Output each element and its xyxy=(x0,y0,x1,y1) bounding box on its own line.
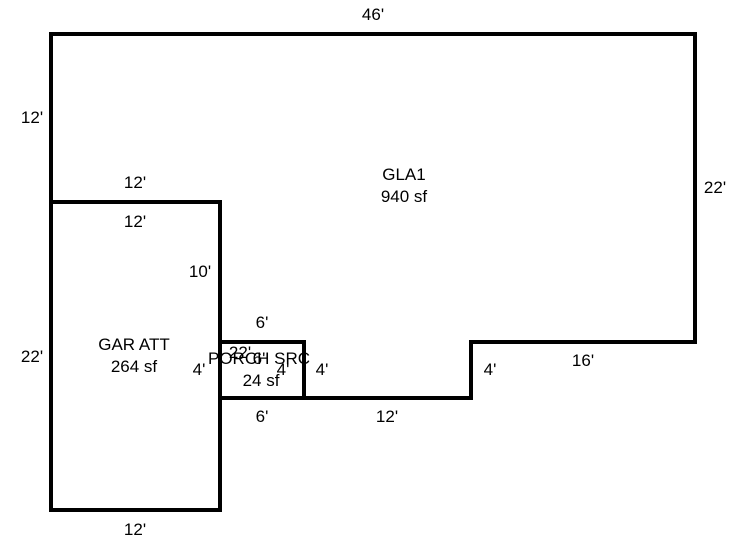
dim-gar-bottom: 12' xyxy=(124,520,146,539)
gla1-label: GLA1 xyxy=(382,165,425,184)
dim-gar-top: 12' xyxy=(124,212,146,231)
dim-step-right: 16' xyxy=(572,351,594,370)
dim-gla-top: 46' xyxy=(362,5,384,24)
dim-porch-top: 6' xyxy=(256,313,269,332)
garage-label: GAR ATT xyxy=(98,335,169,354)
garage-size: 264 sf xyxy=(111,357,158,376)
dim-porch-left: 4' xyxy=(193,360,206,379)
dim-step-up: 4' xyxy=(484,360,497,379)
dim-porch-bottom: 6' xyxy=(256,407,269,426)
dim-porch-overlap-6: 6' xyxy=(253,349,266,368)
porch-outline xyxy=(218,340,306,400)
porch-label: PORCH SRC xyxy=(208,349,310,368)
dim-porch-right-outer: 4' xyxy=(316,360,329,379)
dim-gla-ledge-top: 12' xyxy=(124,173,146,192)
dim-step-bottom: 12' xyxy=(376,407,398,426)
dim-gla-right: 22' xyxy=(704,178,726,197)
porch-size: 24 sf xyxy=(243,371,280,390)
dim-gar-right-upper: 10' xyxy=(189,262,211,281)
dim-gla-left-upper: 12' xyxy=(21,108,43,127)
gla1-size: 940 sf xyxy=(381,187,428,206)
dim-gar-left: 22' xyxy=(21,347,43,366)
dim-porch-right-inner: 4' xyxy=(277,360,290,379)
garage-outline xyxy=(49,200,222,512)
dim-porch-overlap: 22' xyxy=(229,343,251,362)
